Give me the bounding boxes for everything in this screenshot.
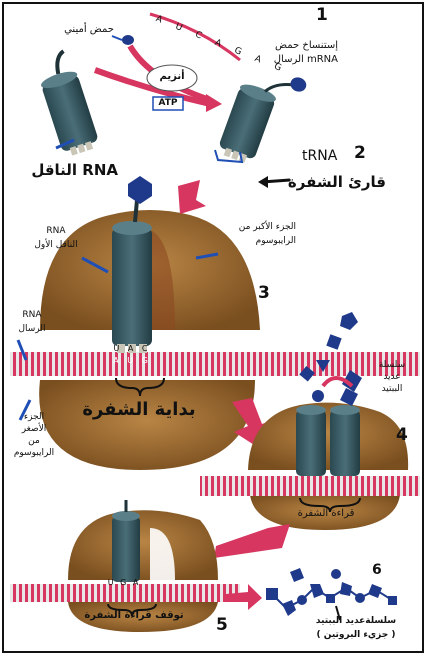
trna-right	[216, 59, 308, 173]
mrna-band-main	[10, 352, 420, 376]
step-3-number: 3	[258, 284, 270, 304]
step-1-number: 1	[316, 6, 328, 26]
messenger-label-1: RNA	[6, 310, 58, 320]
ribosome-small-subunit	[39, 380, 255, 470]
polypeptide-label-1: سلسلة	[366, 360, 418, 370]
amino-acid-shape	[122, 35, 134, 45]
big-part-label-2: الرايبوسوم	[220, 236, 296, 246]
step-2-number: 2	[354, 144, 366, 164]
big-part-label-1: الجزء الأكبر من	[220, 222, 296, 232]
stop-reading-label: توقف قراءة الشفرة	[74, 610, 194, 622]
transcription-label: إستنساخ حمض	[256, 40, 338, 52]
polypeptide-label-2: عديد	[366, 372, 418, 382]
mrna-band-4	[200, 476, 420, 496]
step-5-number: 5	[216, 616, 228, 636]
amino-pointer	[112, 36, 122, 40]
codon-reader-label: قارئ الشفرة	[298, 174, 386, 191]
stop-codon: U G A	[106, 578, 142, 587]
arrow-head-enzyme	[206, 94, 222, 112]
small-part-label-4: الرايبوسوم	[6, 448, 62, 458]
rna-transfer-label: RNA الناقل	[18, 162, 118, 179]
small-part-label-1: الجزء	[6, 412, 62, 422]
trna-in-ribosome	[112, 176, 152, 353]
small-part-label-3: من	[6, 436, 62, 446]
first-trna-label-2: الناقل الأول	[24, 240, 88, 250]
reading-code-label: قراءة الشفرة	[284, 508, 368, 520]
step-6-number: 6	[372, 562, 382, 578]
arrow-into-ribosome	[178, 180, 206, 214]
messenger-label-2: الرسال	[6, 324, 58, 334]
first-trna-label-1: RNA	[24, 226, 88, 236]
arrow-step4-to-5	[214, 524, 290, 558]
enzyme-label: أنزيم	[152, 71, 192, 83]
ribosome-large-4	[248, 403, 408, 470]
small-part-label-2: الأصغر	[6, 424, 62, 434]
start-code-label: بداية الشفرة	[64, 400, 214, 421]
trna-label: tRNA	[302, 148, 337, 164]
mrna-messenger-label: mRNA الرسال	[256, 54, 338, 66]
atp-label: ATP	[153, 98, 183, 108]
chain-polypeptide-label: سلسلةعديد الببتيد	[300, 616, 412, 626]
codon-1: A U G	[110, 356, 154, 365]
polypeptide-label-3: الببتيد	[366, 384, 418, 394]
protein-molecule-label: ( جزيء البروتين )	[300, 630, 412, 640]
step-4-number: 4	[396, 426, 408, 446]
ribosome-large-5	[68, 510, 218, 580]
amino-hexagon	[128, 176, 152, 204]
anticodon-1: U A C	[110, 344, 154, 353]
amino-acid-label: حمض أميني	[44, 24, 114, 36]
